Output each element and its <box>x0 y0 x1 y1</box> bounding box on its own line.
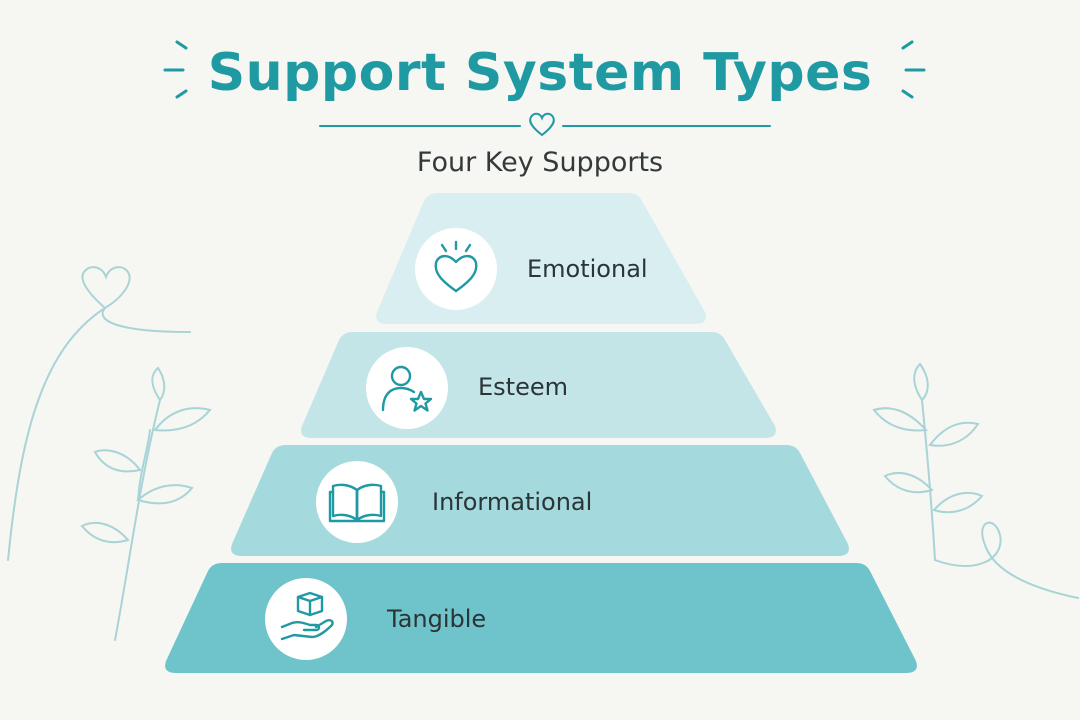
page-title: Support System Types <box>207 43 873 103</box>
right-floral-decoration <box>872 362 1079 599</box>
right-leaf-icon <box>932 492 984 514</box>
open-book-icon <box>328 483 386 523</box>
left-leaf-icon <box>80 522 130 544</box>
right-leaf-icon <box>928 421 980 447</box>
left-heart-vine-icon <box>81 266 191 333</box>
icon-medallion <box>265 578 347 660</box>
left-leaf-icon <box>153 407 212 432</box>
person-star-icon <box>381 365 433 412</box>
left-leaf-icon <box>151 366 166 402</box>
left-floral-decoration <box>7 266 212 641</box>
icon-medallion <box>415 228 497 310</box>
tier-label-informational: Informational <box>432 488 593 516</box>
pyramid-tier-tangible <box>165 563 917 673</box>
page-subtitle: Four Key Supports <box>416 147 664 178</box>
tier-label-esteem: Esteem <box>478 373 568 401</box>
left-leaf-icon <box>135 484 194 505</box>
right-leaf-icon <box>883 472 934 494</box>
right-leaf-icon <box>872 407 929 432</box>
divider-heart-icon <box>529 112 555 137</box>
heart-icon <box>434 240 478 293</box>
left-leaf-icon <box>93 449 142 473</box>
title-divider <box>319 112 771 137</box>
left-sparkle-icon <box>163 40 188 99</box>
right-leaf-icon <box>913 362 929 402</box>
tier-label-tangible: Tangible <box>387 605 487 633</box>
tier-label-emotional: Emotional <box>527 255 648 283</box>
hand-box-icon <box>280 591 334 641</box>
right-sparkle-icon <box>901 40 926 99</box>
